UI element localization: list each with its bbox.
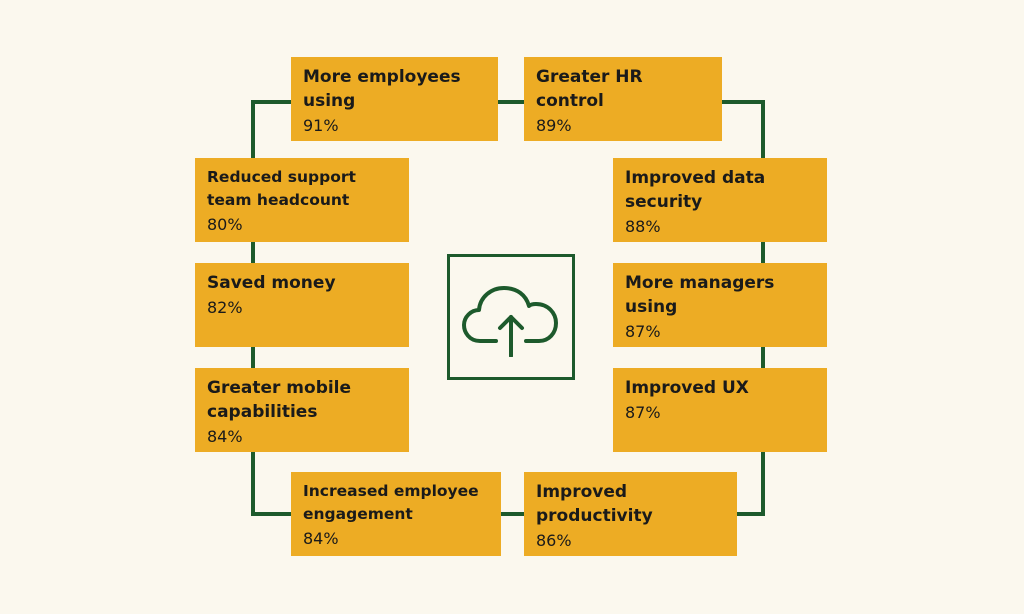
card-improved-data-security: Improved data security 88% (613, 158, 827, 242)
cloud-upload-icon (462, 286, 558, 357)
card-title: More managers using (625, 273, 775, 317)
card-title: Reduced support team headcount (207, 168, 356, 209)
card-title: More employees using (303, 67, 461, 111)
card-title: Improved productivity (536, 482, 653, 526)
card-improved-productivity: Improved productivity 86% (524, 472, 737, 556)
card-more-employees-using: More employees using 91% (291, 57, 498, 141)
card-title: Increased employee engagement (303, 482, 479, 523)
card-title: Saved money (207, 273, 336, 293)
card-value: 84% (303, 529, 339, 548)
card-title: Improved data security (625, 168, 766, 212)
card-greater-mobile-capabilities: Greater mobile capabilities 84% (195, 368, 409, 452)
card-greater-hr-control: Greater HR control 89% (524, 57, 722, 141)
card-improved-ux: Improved UX 87% (613, 368, 827, 452)
card-increased-employee-engagement: Increased employee engagement 84% (291, 472, 501, 556)
card-value: 82% (207, 298, 243, 317)
card-value: 80% (207, 215, 243, 234)
card-reduced-support-team-headcount: Reduced support team headcount 80% (195, 158, 409, 242)
card-value: 87% (625, 403, 661, 422)
card-value: 91% (303, 116, 339, 135)
card-title: Greater mobile capabilities (207, 378, 352, 422)
center-icon-frame (447, 254, 575, 380)
card-more-managers-using: More managers using 87% (613, 263, 827, 347)
card-value: 89% (536, 116, 572, 135)
card-value: 87% (625, 322, 661, 341)
card-saved-money: Saved money 82% (195, 263, 409, 347)
card-value: 86% (536, 531, 572, 550)
card-title: Improved UX (625, 378, 749, 398)
card-value: 84% (207, 427, 243, 446)
card-title: Greater HR control (536, 67, 643, 111)
card-value: 88% (625, 217, 661, 236)
